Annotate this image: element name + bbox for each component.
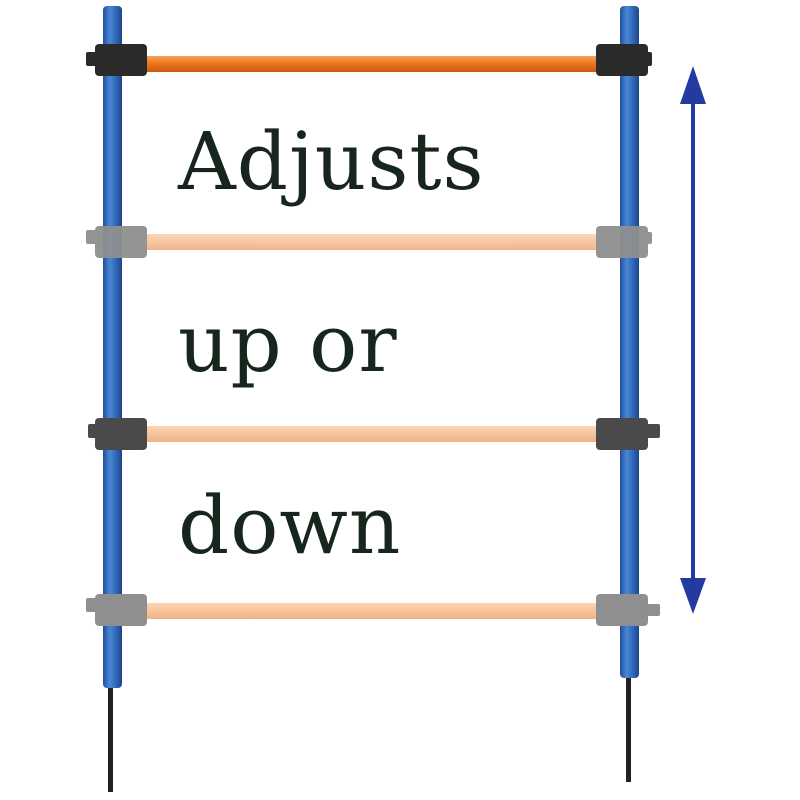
right-clamp	[596, 594, 660, 626]
right-stake	[626, 676, 631, 782]
right-pole	[620, 6, 639, 678]
left-stake	[108, 680, 113, 792]
caption-line-2: up or	[178, 297, 398, 390]
caption-line-1: Adjusts	[178, 115, 485, 208]
left-pole	[103, 6, 122, 688]
right-clamp	[596, 226, 652, 258]
left-clamp	[86, 594, 147, 626]
double-arrow-icon	[680, 66, 706, 614]
top-crossbar	[86, 44, 652, 76]
left-clamp	[86, 226, 147, 258]
crossbar-position-4	[86, 594, 660, 626]
right-clamp	[596, 44, 652, 76]
left-clamp	[88, 418, 147, 450]
crossbar-position-3	[88, 418, 660, 450]
left-clamp	[86, 44, 147, 76]
crossbar-position-2	[86, 226, 652, 258]
caption-line-3: down	[178, 479, 402, 572]
right-clamp	[596, 418, 660, 450]
